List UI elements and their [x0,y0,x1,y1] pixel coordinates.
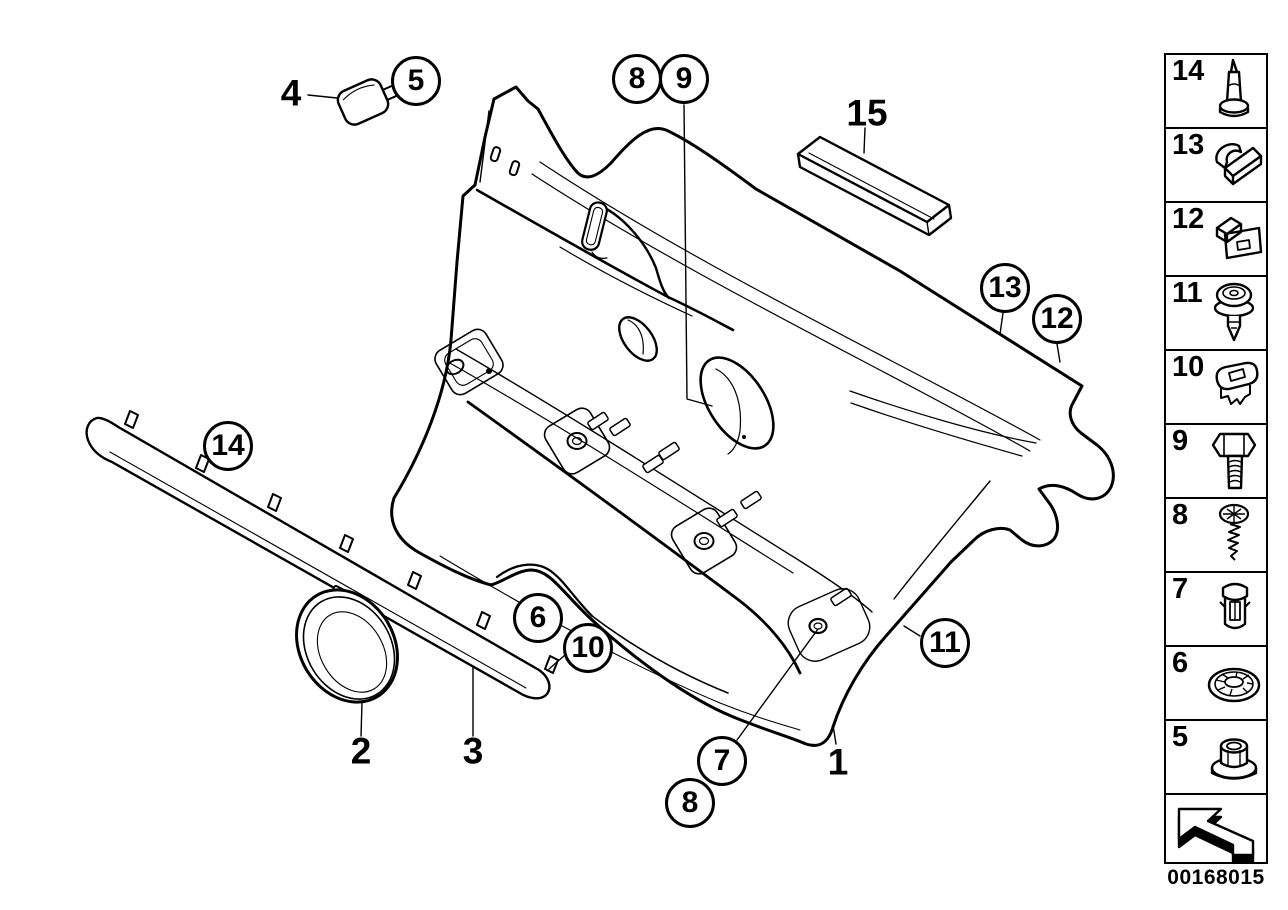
direction-arrow-icon [1177,807,1255,863]
diagram-part-number: 00168015 [1167,866,1265,889]
sidebar-item-number: 7 [1172,573,1189,605]
sidebar-item-number: 11 [1172,277,1203,309]
small-oval-hole [618,316,658,362]
part-label-3[interactable]: 3 [462,730,484,772]
sidebar-item-number: 12 [1172,203,1205,235]
mounting-bracket [434,328,504,396]
pillar-details [479,110,521,183]
speaker-ring-part2 [295,585,399,704]
speaker-oval-hole [699,356,775,455]
leader-1 [832,724,837,745]
leader-2 [360,702,363,737]
sidebar-item-number: 14 [1172,55,1205,87]
covering-cap-clip-icon [1215,216,1263,260]
pocket-contours [439,555,801,731]
callout-circle-6[interactable]: 6 [513,593,563,643]
fastener-sidebar: 14 13 [1164,53,1268,864]
sidebar-item-number: 5 [1172,721,1189,753]
part-label-1[interactable]: 1 [827,741,849,783]
callout-circle-9[interactable]: 9 [659,54,709,104]
part-label-4[interactable]: 4 [280,72,302,114]
sidebar-item-number: 9 [1172,425,1189,457]
callout-circle-5[interactable]: 5 [391,56,441,106]
trim-strip-part3 [85,410,559,700]
callout-circle-11[interactable]: 11 [920,618,970,668]
leader-4 [307,94,338,99]
leader-10 [548,654,566,670]
leader-11 [903,625,921,637]
callout-circle-10[interactable]: 10 [563,623,613,673]
sidebar-direction-box[interactable] [1164,793,1268,864]
sidebar-item-12[interactable]: 12 [1164,201,1268,277]
flange-nut-icon [1210,738,1258,780]
sidebar-item-10[interactable]: 10 [1164,349,1268,425]
sidebar-item-8[interactable]: 8 [1164,497,1268,573]
push-rivet-icon [1213,282,1255,342]
belt-guide-slot [581,201,671,300]
sidebar-item-7[interactable]: 7 [1164,571,1268,647]
expanding-nut-icon [1219,582,1251,630]
sidebar-item-11[interactable]: 11 [1164,275,1268,351]
spring-clip-icon [1215,143,1263,186]
foam-strip-part15 [796,135,953,237]
cage-nut-icon [1215,361,1259,405]
callout-circle-14[interactable]: 14 [203,421,253,471]
mounting-boss-1 [543,407,611,475]
sidebar-item-6[interactable]: 6 [1164,645,1268,721]
leader-15 [863,127,866,154]
callout-circle-7[interactable]: 7 [697,736,747,786]
cap-part4 [336,78,398,126]
sail-edge [475,188,735,332]
phillips-screw-icon [1218,503,1250,561]
clip-slots [587,411,852,607]
sidebar-item-5[interactable]: 5 [1164,719,1268,795]
sidebar-item-9[interactable]: 9 [1164,423,1268,499]
part-label-2[interactable]: 2 [350,730,372,772]
leader-lines [307,94,1061,745]
sidebar-item-number: 13 [1172,129,1205,161]
leader-7 [736,628,819,741]
callout-circle-8b[interactable]: 8 [665,778,715,828]
sidebar-item-number: 8 [1172,499,1189,531]
sidebar-item-number: 10 [1172,351,1205,383]
mounting-boss-2 [670,507,738,575]
leader-13 [999,312,1004,335]
callout-circle-12[interactable]: 12 [1032,294,1082,344]
leader-9 [683,104,713,407]
part-label-15[interactable]: 15 [846,92,888,134]
claw-washer-icon [1207,667,1261,703]
expanding-rivet-pin-icon [1218,58,1250,118]
sidebar-item-14[interactable]: 14 [1164,53,1268,129]
hex-bolt-icon [1211,432,1257,490]
sidebar-item-13[interactable]: 13 [1164,127,1268,203]
sidebar-item-number: 6 [1172,647,1189,679]
callout-circle-13[interactable]: 13 [980,263,1030,313]
callout-circle-8[interactable]: 8 [612,54,662,104]
leader-12 [1056,343,1061,363]
